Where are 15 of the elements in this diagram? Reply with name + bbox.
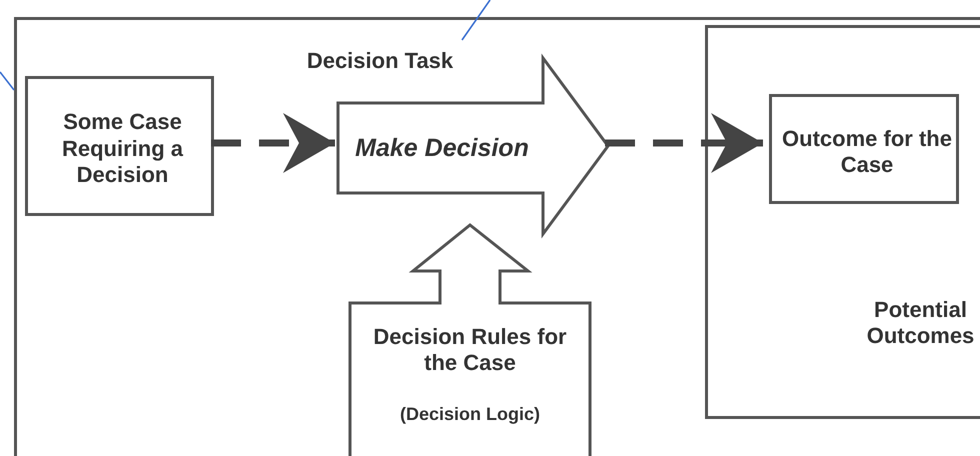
dashed-arrow bbox=[605, 113, 763, 173]
leader-line bbox=[0, 72, 15, 90]
heading-text: Decision Task bbox=[306, 48, 454, 74]
dashed-arrow bbox=[211, 113, 335, 173]
frame-box bbox=[14, 17, 980, 456]
node-label: Potential Outcomes bbox=[866, 296, 976, 350]
node-label: Make Decision bbox=[355, 133, 529, 163]
leader-line bbox=[461, 0, 491, 40]
process-box bbox=[25, 76, 214, 216]
node-label: Decision Rules for the Case bbox=[372, 324, 568, 376]
node-label: Outcome for the Case bbox=[781, 126, 953, 178]
outcomes-box bbox=[705, 25, 980, 419]
node-label: Some Case Requiring a Decision bbox=[60, 109, 184, 189]
node-label: (Decision Logic) bbox=[400, 404, 540, 426]
process-box bbox=[769, 94, 959, 204]
